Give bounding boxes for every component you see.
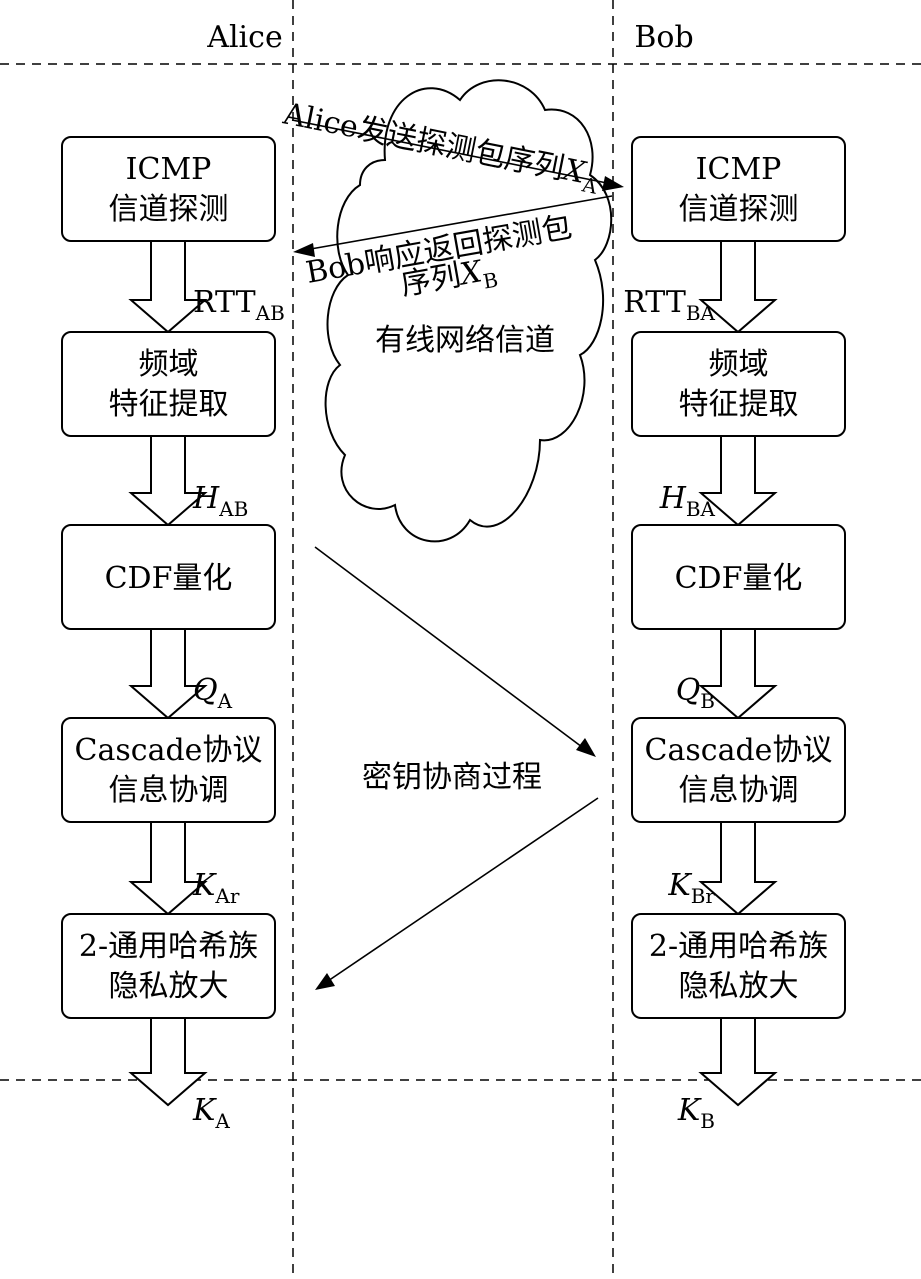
network-cloud-shape [324,79,613,543]
bob-flow-arrow-1 [698,240,778,334]
agreement-arrowhead-to-bob [576,738,596,757]
alice-flow-arrow-4 [128,821,208,916]
probe-send-arrow [291,119,613,185]
alice-step-3-line1: CDF量化 [105,561,233,596]
alice-step-4-line2: 信息协调 [109,773,229,808]
agreement-arrow-to-alice [324,797,599,984]
alice-flow-arrow-3 [128,628,208,720]
probe-reply-arrowhead [293,243,315,257]
alice-signal-label-4: KAr [192,868,240,908]
bob-signal-label-3: QB [676,673,715,713]
bob-signal-label-1: RTTBA [623,285,715,325]
alice-title: Alice [206,20,282,55]
alice-signal-label-5: KA [192,1093,230,1133]
bob-signal-label-5: KB [677,1093,715,1133]
bob-step-5-line2: 隐私放大 [679,969,799,1004]
bob-step-1-line1: ICMP [696,152,782,187]
bob-step-3-line1: CDF量化 [675,561,803,596]
bob-flow-arrow-3 [698,628,778,720]
alice-signal-label-2: HAB [192,481,248,521]
alice-step-2-line1: 频域 [139,347,199,382]
alice-step-1-line1: ICMP [126,152,212,187]
alice-step-5-line2: 隐私放大 [109,969,229,1004]
bob-step-2-line1: 频域 [709,347,769,382]
bob-step-2-line2: 特征提取 [679,387,799,422]
probe-send-arrowhead [602,176,624,191]
agreement-arrow-to-bob [314,546,587,751]
alice-step-5-line1: 2-通用哈希族 [79,929,258,964]
bob-step-1-line2: 信道探测 [679,192,799,227]
alice-step-1-line2: 信道探测 [109,192,229,227]
bob-signal-label-4: KBr [667,868,715,908]
key-agreement-label: 密钥协商过程 [362,760,542,795]
bob-step-5-line1: 2-通用哈希族 [649,929,828,964]
agreement-arrowhead-to-alice [315,973,335,990]
channel-label: 有线网络信道 [375,323,555,358]
bob-flow-arrow-4 [698,821,778,916]
bob-flow-arrow-5 [698,1017,778,1107]
bob-step-4-line1: Cascade协议 [645,733,833,768]
alice-signal-label-3: QA [193,673,233,713]
alice-flow-arrow-2 [128,435,208,527]
bob-title: Bob [634,20,693,55]
alice-flow-arrow-1 [128,240,208,334]
probe-reply-arrow [304,195,613,251]
bob-flow-arrow-2 [698,435,778,527]
alice-signal-label-1: RTTAB [193,285,285,325]
bob-step-4-line2: 信息协调 [679,773,799,808]
alice-step-4-line1: Cascade协议 [75,733,263,768]
bob-signal-label-2: HBA [659,481,716,521]
alice-step-2-line2: 特征提取 [109,387,229,422]
alice-flow-arrow-5 [128,1017,208,1107]
